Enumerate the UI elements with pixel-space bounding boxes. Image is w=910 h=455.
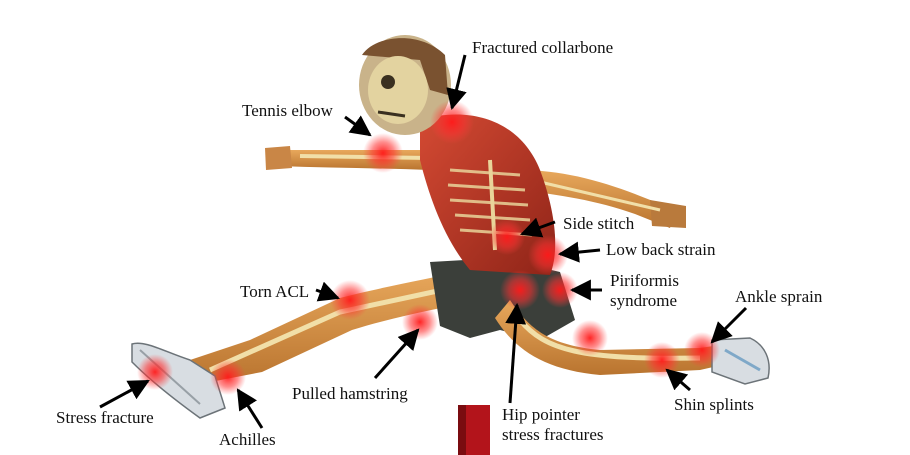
- label-tennis-elbow: Tennis elbow: [242, 101, 333, 120]
- arrow-achilles: [236, 388, 264, 429]
- label-ankle-sprain: Ankle sprain: [735, 287, 823, 306]
- right-shoe: [711, 337, 770, 385]
- hotspot-shin: [644, 342, 680, 378]
- label-hip-line2: stress fractures: [502, 425, 604, 444]
- arrow-hip: [505, 302, 527, 404]
- right-arm: [520, 170, 686, 228]
- label-piriformis-line2: syndrome: [610, 291, 678, 310]
- pointer-arrows: [99, 54, 748, 429]
- label-piriformis-line1: Piriformis: [610, 271, 679, 290]
- label-shin-splints: Shin splints: [674, 395, 754, 414]
- hotspot-knee: [572, 320, 608, 356]
- arrow-tennis-elbow: [344, 115, 372, 137]
- label-fractured-collarbone: Fractured collarbone: [472, 38, 614, 57]
- label-piriformis-syndrome: Piriformis syndrome: [610, 271, 679, 311]
- hurdle: [458, 405, 490, 455]
- label-hip-pointer: Hip pointer stress fractures: [502, 405, 604, 445]
- label-torn-acl: Torn ACL: [240, 282, 310, 301]
- hotspot-side-stitch: [489, 219, 525, 255]
- arrow-low-back: [557, 241, 601, 263]
- hotspot-hamstring: [402, 304, 438, 340]
- hotspot-hip: [500, 270, 540, 310]
- hotspot-collarbone: [430, 100, 474, 144]
- arrow-hamstring: [373, 328, 420, 380]
- arrow-stress-fracture: [99, 379, 150, 409]
- label-side-stitch: Side stitch: [563, 214, 635, 233]
- arrow-side-stitch: [520, 217, 556, 238]
- arrow-ankle: [710, 306, 748, 344]
- hotspot-acl: [330, 280, 370, 320]
- hotspot-elbow: [363, 133, 403, 173]
- hotspot-piriformis: [542, 272, 578, 308]
- hotspot-achilles: [210, 359, 246, 395]
- label-hip-line1: Hip pointer: [502, 405, 580, 424]
- head: [359, 35, 451, 135]
- label-pulled-hamstring: Pulled hamstring: [292, 384, 408, 403]
- label-achilles: Achilles: [219, 430, 276, 449]
- arrow-acl: [315, 281, 340, 302]
- label-stress-fracture: Stress fracture: [56, 408, 154, 427]
- arrow-shin-splints: [665, 368, 691, 392]
- label-low-back-strain: Low back strain: [606, 240, 716, 259]
- arrow-collarbone: [446, 54, 467, 111]
- left-arm: [265, 146, 431, 170]
